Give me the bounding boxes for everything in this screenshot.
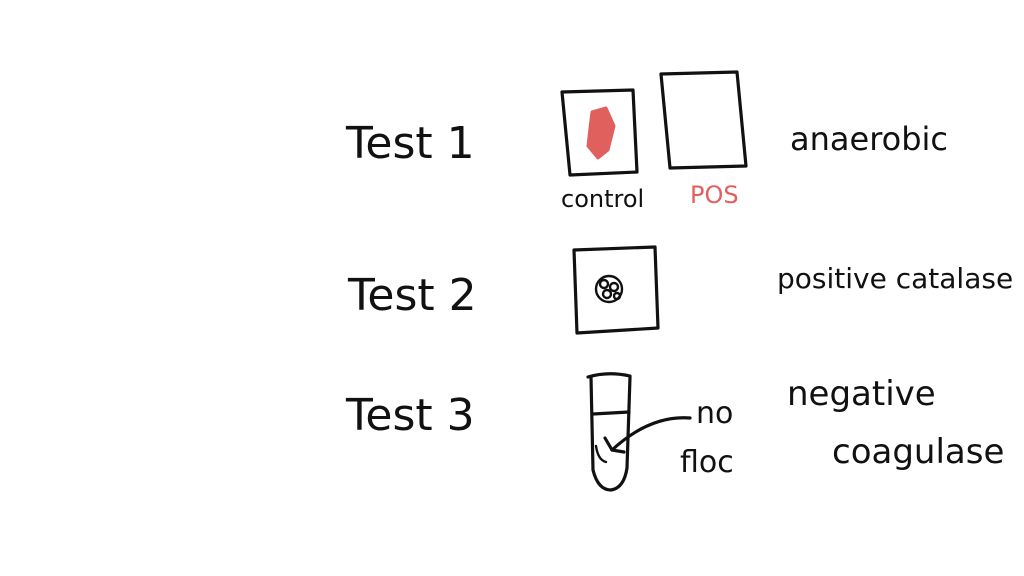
test-3-label: Test 3 xyxy=(345,390,475,441)
annotation-floc: floc xyxy=(680,445,734,480)
catalase-slide-icon xyxy=(572,245,660,335)
arrow-icon xyxy=(603,416,692,454)
test-3-row: Test 3 no floc negative coagulase xyxy=(345,372,1004,492)
control-caption: control xyxy=(561,185,644,213)
pos-slide-icon xyxy=(659,70,748,170)
test-1-label: Test 1 xyxy=(345,118,475,169)
test-1-row: Test 1 control POS anaerobic xyxy=(345,70,948,213)
test-3-result-line2: coagulase xyxy=(832,432,1004,472)
test-2-label: Test 2 xyxy=(347,270,477,321)
test-2-result: positive catalase xyxy=(777,262,1013,295)
annotation-no: no xyxy=(696,396,733,431)
bubbles-icon xyxy=(594,274,624,304)
pos-caption: POS xyxy=(690,181,739,209)
test-2-row: Test 2 positive catalase xyxy=(347,245,1013,335)
test-1-result: anaerobic xyxy=(790,120,948,158)
red-smear xyxy=(586,106,616,160)
test-3-result-line1: negative xyxy=(787,374,936,414)
test-tube-icon xyxy=(586,372,632,492)
control-slide-icon xyxy=(560,88,639,177)
